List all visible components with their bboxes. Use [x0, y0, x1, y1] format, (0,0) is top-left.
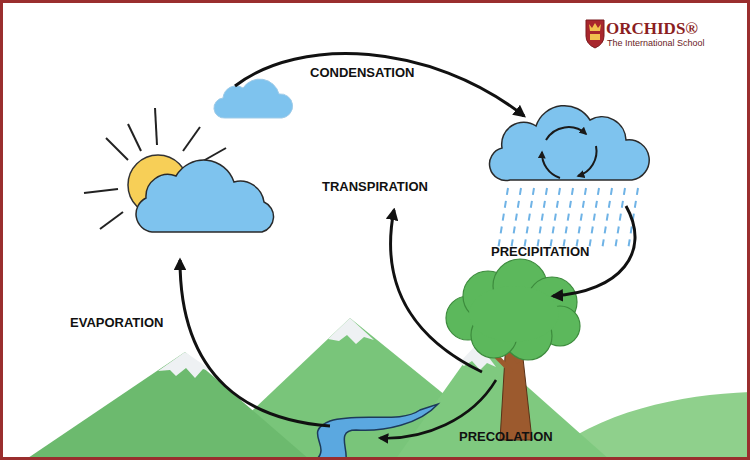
process-arrow	[180, 260, 330, 426]
process-label: CONDENSATION	[310, 66, 414, 80]
logo-crown	[589, 23, 601, 31]
process-label: TRANSPIRATION	[322, 180, 428, 194]
sun-ray	[84, 189, 118, 193]
mountain	[25, 352, 310, 460]
sun-ray	[106, 138, 128, 160]
river	[316, 404, 438, 460]
process-label: PRECIPITATION	[491, 245, 589, 259]
cycle-arrow	[542, 152, 560, 178]
tree-crown	[469, 286, 559, 342]
cycle-arrow	[578, 146, 597, 176]
cycle-arrow	[546, 127, 586, 140]
logo-emblem	[586, 20, 604, 48]
sun-ray	[100, 212, 123, 229]
sun-ray	[155, 108, 157, 145]
logo-subtitle: The International School	[607, 39, 705, 49]
logo-book	[590, 34, 600, 40]
sun-ray	[183, 127, 200, 151]
sun-ray	[128, 124, 141, 151]
process-arrow	[391, 210, 482, 372]
rain	[498, 188, 638, 250]
process-arrow	[235, 54, 524, 116]
snow-cap	[328, 318, 374, 344]
process-label: EVAPORATION	[70, 316, 163, 330]
cloud	[214, 79, 293, 118]
process-label: PRECOLATION	[459, 430, 553, 444]
cloud	[136, 160, 274, 232]
tree-crown	[446, 259, 580, 360]
rain-cloud	[490, 106, 650, 181]
logo-text: ORCHIDS®	[606, 20, 698, 39]
